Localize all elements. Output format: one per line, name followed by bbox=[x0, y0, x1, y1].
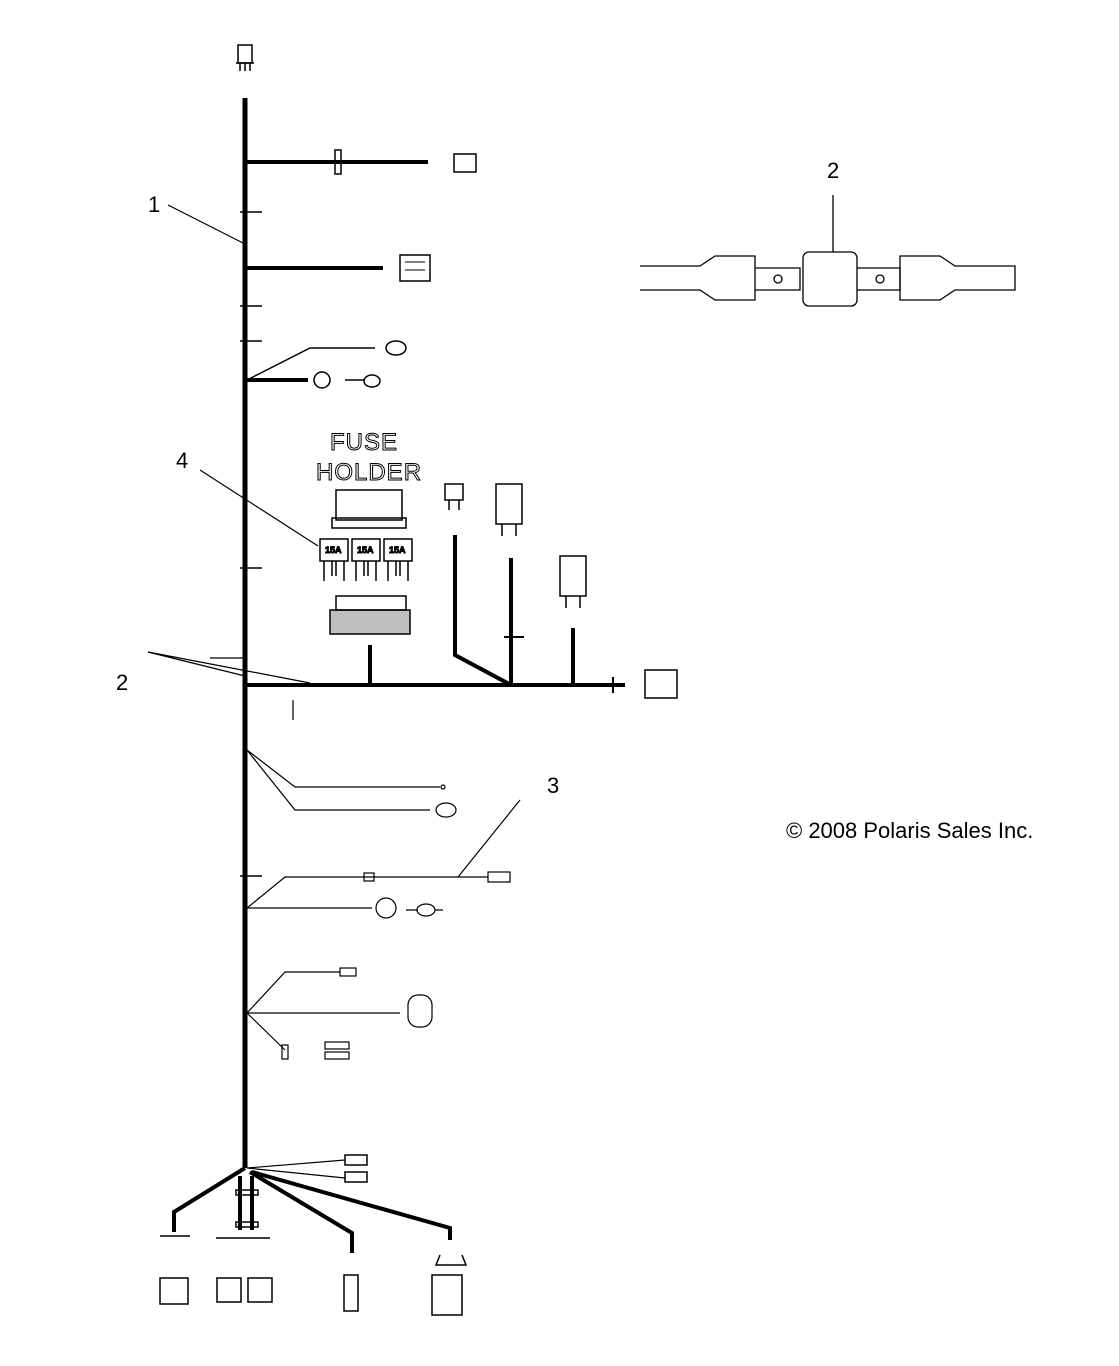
fuse-label: 15A bbox=[389, 545, 406, 555]
cross-branch bbox=[147, 535, 678, 720]
callout-4: 4 bbox=[176, 448, 188, 473]
callout-2: 2 bbox=[116, 670, 128, 695]
fuse-holder-cover bbox=[331, 489, 407, 529]
connector-lower-right bbox=[559, 555, 587, 608]
copyright-notice: © 2008 Polaris Sales Inc. bbox=[786, 818, 1034, 843]
callout-3: 3 bbox=[547, 773, 559, 798]
trunk-clips bbox=[240, 211, 262, 877]
fuse-holder-label-line2: HOLDER bbox=[316, 459, 422, 486]
relay-small bbox=[444, 483, 464, 510]
top-connector bbox=[236, 44, 254, 71]
callout-1: 1 bbox=[148, 192, 160, 217]
branch-connector-2 bbox=[245, 254, 431, 282]
ring-terminal-branch bbox=[246, 340, 407, 389]
sensor-wires bbox=[246, 749, 511, 1060]
fuses bbox=[319, 538, 413, 581]
bottom-fanout bbox=[159, 1154, 468, 1316]
detail-inline-fuse bbox=[640, 195, 1016, 307]
fuse-holder-base bbox=[329, 595, 411, 635]
fuse-label: 15A bbox=[325, 545, 342, 555]
branch-connector-1 bbox=[245, 149, 477, 175]
connector-upper-right bbox=[495, 483, 523, 536]
leader-lines bbox=[167, 204, 521, 878]
callout-2-detail: 2 bbox=[827, 158, 839, 183]
fuse-holder-label-line1: FUSE bbox=[330, 429, 398, 456]
fuse-label: 15A bbox=[357, 545, 374, 555]
